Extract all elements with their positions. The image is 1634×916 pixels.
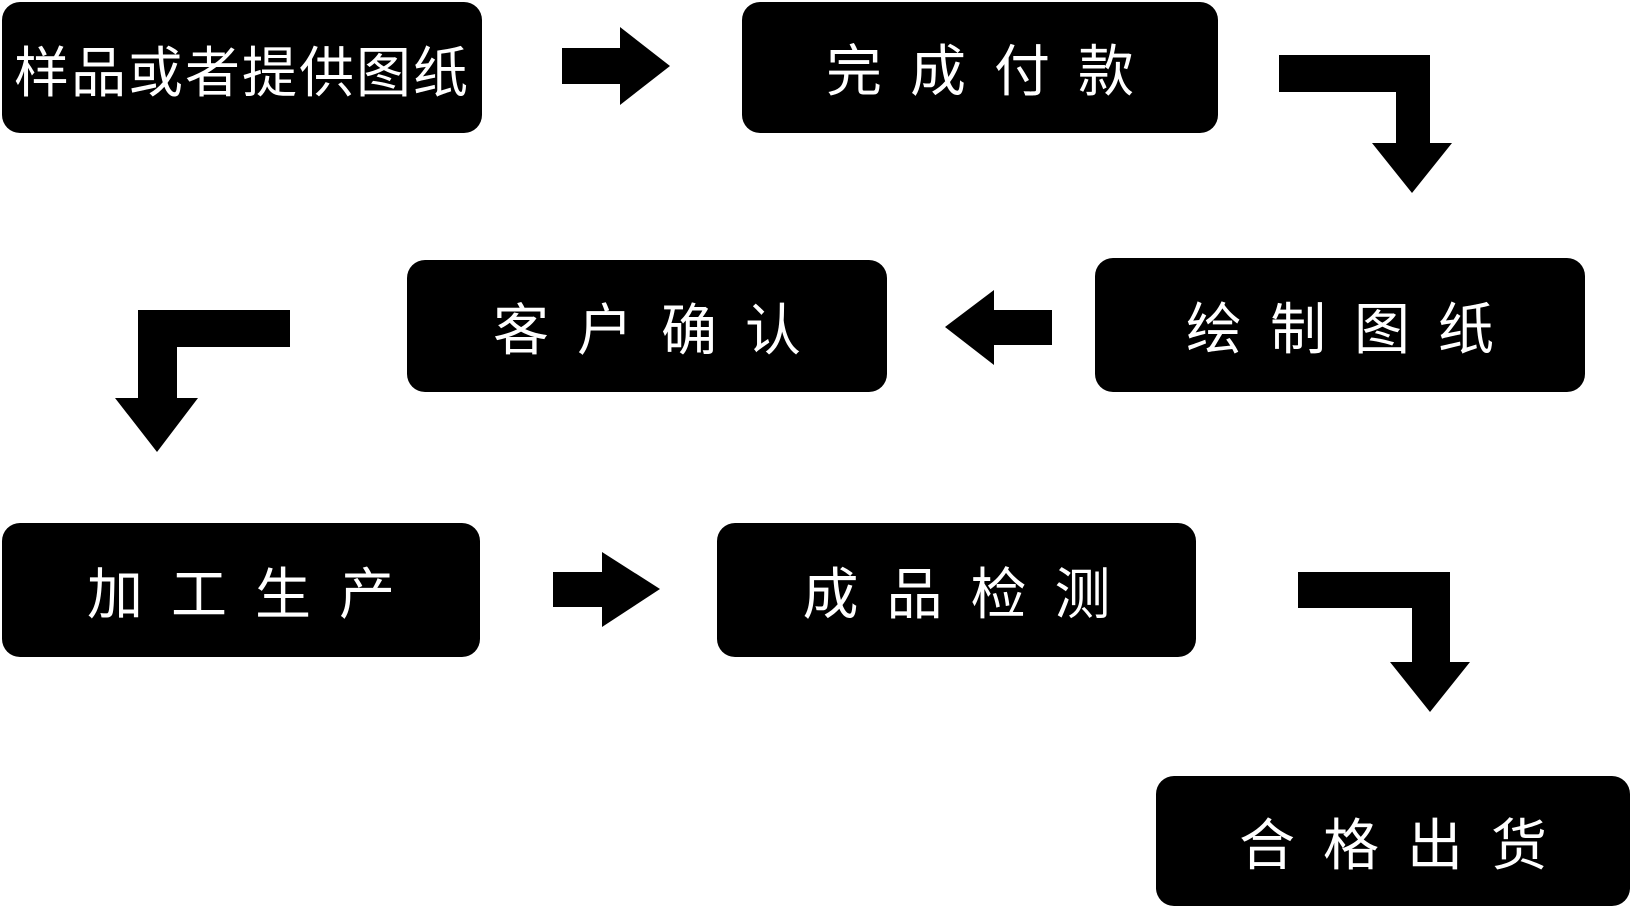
flow-node-label: 完成付款 xyxy=(826,40,1162,105)
flow-node-label: 绘制图纸 xyxy=(1186,297,1522,363)
arrow-right-icon xyxy=(553,552,660,627)
flow-node-processing-production: 加工生产 xyxy=(2,523,480,657)
flow-node-customer-confirm: 客户确认 xyxy=(407,260,887,392)
flow-node-label: 成品检测 xyxy=(802,562,1139,628)
flow-node-label: 加工生产 xyxy=(87,562,423,628)
flow-node-label: 样品或者提供图纸 xyxy=(13,40,470,105)
flow-node-sample-or-drawings: 样品或者提供图纸 xyxy=(2,2,482,133)
flow-node-qualified-shipment: 合格出货 xyxy=(1156,776,1630,906)
flow-node-label: 合格出货 xyxy=(1239,813,1575,879)
elbow-arrow-right-down-icon xyxy=(1298,572,1470,712)
flow-node-complete-payment: 完成付款 xyxy=(742,2,1218,133)
flow-node-label: 客户确认 xyxy=(493,298,829,364)
elbow-arrow-right-down-icon xyxy=(1279,55,1452,193)
elbow-arrow-left-down-icon xyxy=(115,310,290,452)
arrow-left-icon xyxy=(945,290,1052,365)
flow-node-draw-drawings: 绘制图纸 xyxy=(1095,258,1585,392)
flow-node-finished-product-inspection: 成品检测 xyxy=(717,523,1196,657)
arrow-right-icon xyxy=(562,27,670,105)
